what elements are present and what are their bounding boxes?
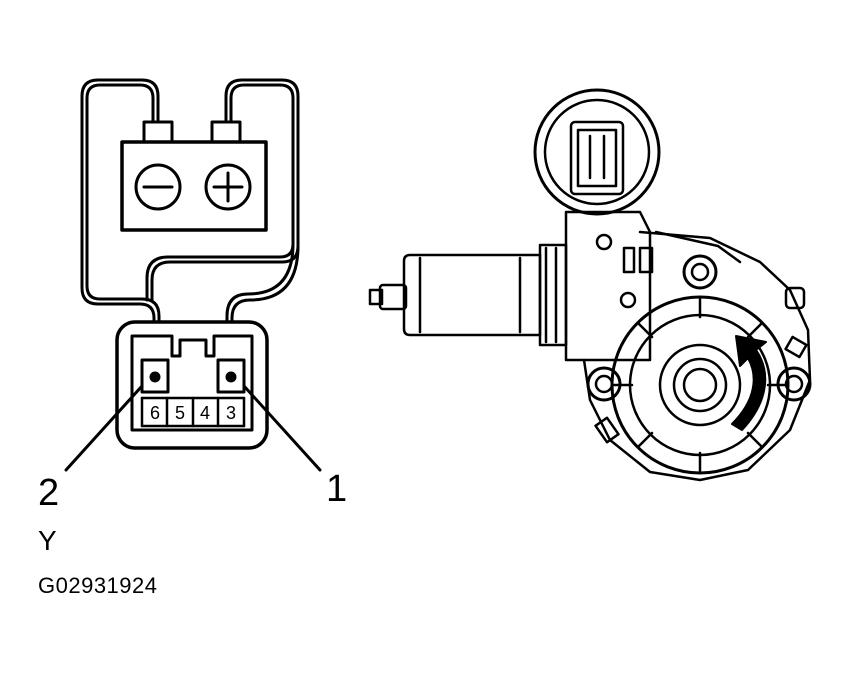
terminal-label-2: 2	[38, 472, 60, 514]
connector	[115, 320, 269, 450]
positive-terminal-icon	[204, 163, 252, 211]
window-motor	[368, 88, 812, 482]
negative-terminal-icon	[134, 163, 182, 211]
connector-pin-labels: 6 5 4 3	[150, 403, 236, 423]
leader-line-1	[242, 384, 322, 472]
rotation-arrow-icon	[731, 335, 767, 431]
wire-positive	[145, 78, 300, 374]
figure-id: G02931924	[38, 573, 158, 598]
pin-label: 5	[175, 403, 185, 423]
pin-label: 6	[150, 403, 160, 423]
pin-label: 4	[200, 403, 210, 423]
pin-label: 3	[226, 403, 236, 423]
leader-line-2	[64, 384, 144, 472]
battery	[120, 120, 268, 232]
wire-color-label: Y	[38, 525, 57, 556]
terminal-label-1: 1	[326, 468, 348, 510]
